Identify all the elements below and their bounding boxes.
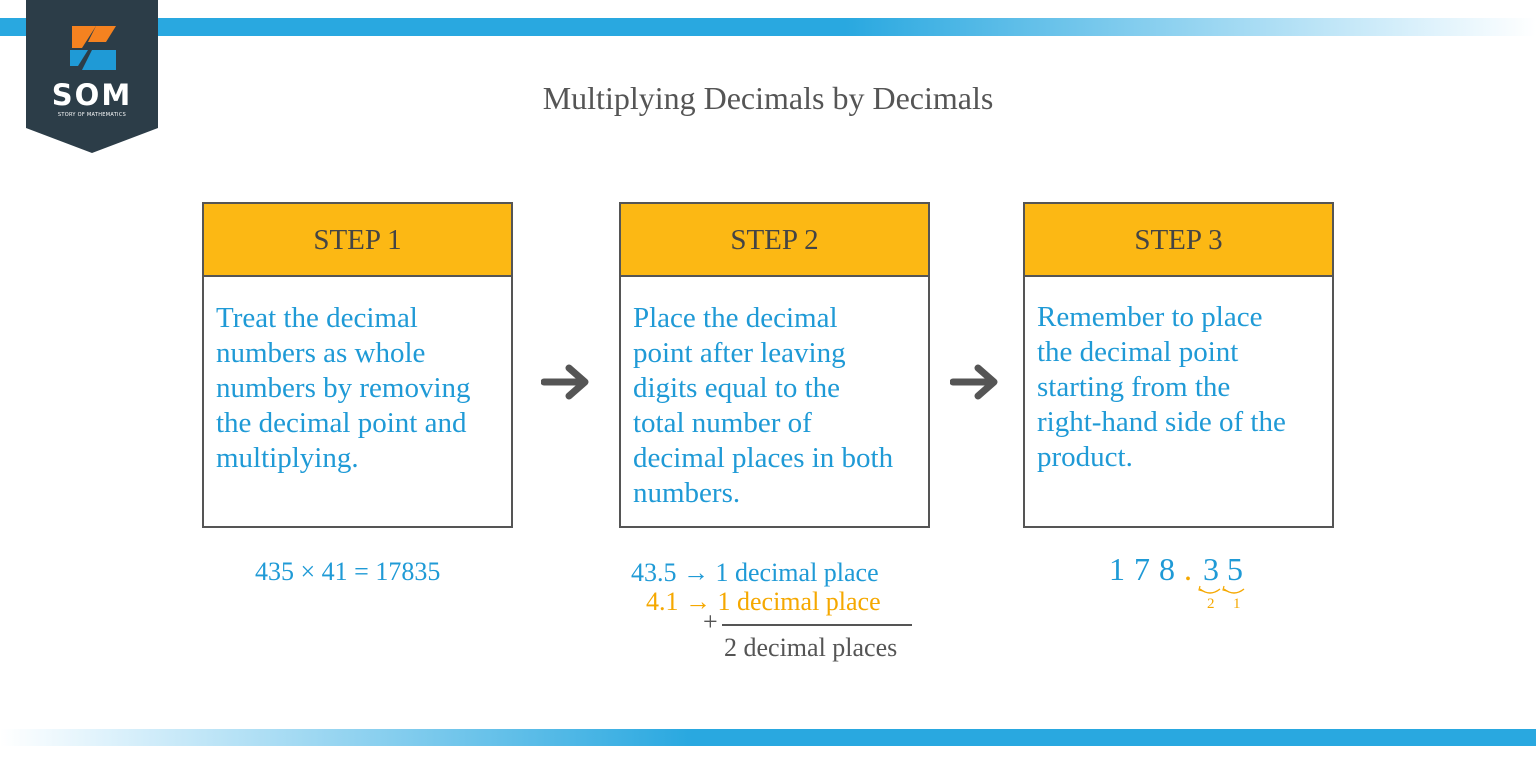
step-2-line: total number of [633, 407, 812, 439]
step-2-line: numbers. [633, 477, 741, 509]
page-title: Multiplying Decimals by Decimals [542, 80, 994, 116]
step-2-example-total: 2 decimal places [724, 633, 898, 662]
step-3-line: product. [1037, 441, 1133, 473]
step-2-line: Place the decimal [633, 302, 838, 334]
count-arc-icon [1198, 585, 1245, 594]
step-3-heading: STEP 3 [1025, 204, 1332, 277]
product-decimal-point: . [1184, 551, 1192, 587]
right-arrow-icon [541, 364, 589, 400]
step-3-line: starting from the [1037, 371, 1231, 403]
step-1-line: Treat the decimal [216, 302, 418, 334]
bottom-accent-bar [0, 729, 1536, 746]
step-1-line: multiplying. [216, 442, 359, 474]
product-digit: 5 [1227, 551, 1243, 587]
step-2-text: Place the decimal point after leaving di… [621, 277, 928, 511]
step-3-line: Remember to place [1037, 301, 1263, 333]
plus-sign: + [703, 607, 718, 636]
product-digit: 3 [1203, 551, 1219, 587]
step-1-box: STEP 1 Treat the decimal numbers as whol… [202, 202, 513, 528]
place-count-label: 2 [1207, 596, 1215, 612]
logo-badge-icon [26, 0, 158, 153]
sum-rule [722, 624, 912, 626]
step-2-line: digits equal to the [633, 372, 840, 404]
step-1-text: Treat the decimal numbers as whole numbe… [204, 277, 511, 476]
step-3-text: Remember to place the decimal point star… [1025, 277, 1332, 475]
step-2-example-row-2: 4.1 → 1 decimal place [646, 587, 881, 616]
step-3-box: STEP 3 Remember to place the decimal poi… [1023, 202, 1334, 528]
step-3-line: the decimal point [1037, 336, 1239, 368]
product-digit: 1 [1109, 551, 1125, 587]
step-2-line: point after leaving [633, 337, 846, 369]
step-2-box: STEP 2 Place the decimal point after lea… [619, 202, 930, 528]
step-1-line: numbers as whole [216, 337, 426, 369]
som-logo[interactable]: SOM STORY OF MATHEMATICS [26, 0, 158, 153]
product-digit: 8 [1159, 551, 1175, 587]
step-2-example-row-1: 43.5 → 1 decimal place [631, 558, 879, 587]
step-1-line: the decimal point and [216, 407, 467, 439]
logo-text: SOM [51, 78, 133, 112]
right-arrow-icon [950, 364, 998, 400]
step-2-line: decimal places in both [633, 442, 894, 474]
step-2-heading: STEP 2 [621, 204, 928, 277]
step-3-line: right-hand side of the [1037, 406, 1286, 438]
step-1-line: numbers by removing [216, 372, 471, 404]
logo-subtext: STORY OF MATHEMATICS [57, 112, 127, 118]
step-1-example-equation: 435 × 41 = 17835 [255, 557, 441, 586]
product-digit: 7 [1134, 551, 1150, 587]
place-count-label: 1 [1233, 596, 1241, 612]
top-accent-bar [0, 18, 1536, 36]
step-1-heading: STEP 1 [204, 204, 511, 277]
